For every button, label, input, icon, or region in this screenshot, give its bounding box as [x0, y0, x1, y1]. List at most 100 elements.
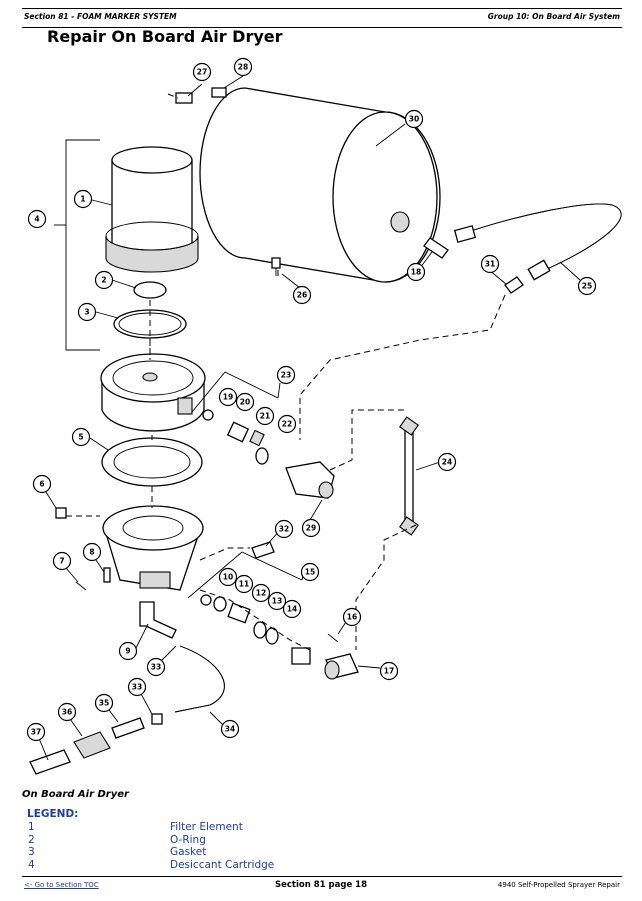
- ball-19: [202, 409, 214, 421]
- legend-item: 3 Gasket: [27, 846, 427, 859]
- air-dryer-exploded-diagram: 1 2 3 4 5 6 7 8 9 10 11 12 13 14 15 16 1…: [26, 57, 622, 775]
- air-tank: [199, 87, 441, 283]
- dryer-housing-top: [100, 353, 206, 432]
- callout-26: 26: [292, 285, 312, 305]
- callout-4: 4: [27, 209, 47, 229]
- legend: LEGEND: 1 Filter Element 2 O-Ring 3 Gask…: [27, 808, 427, 871]
- svg-text:16: 16: [347, 613, 357, 622]
- svg-text:10: 10: [223, 573, 233, 582]
- callout-23: 23: [276, 365, 296, 385]
- svg-text:9: 9: [125, 647, 130, 656]
- page-footer: <- Go to Section TOC Section 81 page 18 …: [22, 876, 622, 893]
- callout-13: 13: [267, 591, 287, 611]
- fitting-31: [504, 276, 524, 294]
- svg-text:4: 4: [34, 215, 39, 224]
- svg-text:34: 34: [225, 725, 235, 734]
- fitting-27: [175, 92, 193, 104]
- fitting-28: [211, 87, 227, 98]
- svg-text:20: 20: [240, 398, 250, 407]
- callout-24: 24: [437, 452, 457, 472]
- callout-10: 10: [218, 567, 238, 587]
- svg-text:5: 5: [78, 433, 83, 442]
- legend-text: Desiccant Cartridge: [170, 858, 275, 871]
- callout-18: 18: [406, 262, 426, 282]
- gasket-5: [101, 437, 203, 487]
- callout-2: 2: [94, 270, 114, 290]
- screw-7: [75, 581, 87, 591]
- callout-28: 28: [233, 57, 253, 77]
- callout-19: 19: [218, 387, 238, 407]
- svg-text:19: 19: [223, 393, 233, 402]
- callout-16: 16: [342, 607, 362, 627]
- callout-3: 3: [77, 302, 97, 322]
- callout-31: 31: [480, 254, 500, 274]
- o-ring-2: [133, 281, 167, 299]
- callout-36: 36: [57, 702, 77, 722]
- svg-text:3: 3: [84, 308, 89, 317]
- callout-34: 34: [220, 719, 240, 739]
- fitting-6: [55, 507, 67, 519]
- svg-text:24: 24: [442, 458, 452, 467]
- callout-30: 30: [404, 109, 424, 129]
- callout-32: 32: [274, 519, 294, 539]
- legend-heading: LEGEND:: [27, 808, 79, 820]
- callout-33b: 33: [127, 677, 147, 697]
- callout-25: 25: [577, 276, 597, 296]
- callout-29: 29: [301, 518, 321, 538]
- svg-text:12: 12: [256, 589, 266, 598]
- callout-22: 22: [277, 414, 297, 434]
- callout-5: 5: [71, 427, 91, 447]
- callout-37: 37: [26, 722, 46, 742]
- page-title: Repair On Board Air Dryer: [47, 27, 283, 46]
- nut-36: [73, 731, 111, 759]
- callout-33a: 33: [146, 657, 166, 677]
- svg-text:33: 33: [151, 663, 161, 672]
- legend-item: 4 Desiccant Cartridge: [27, 859, 427, 872]
- legend-text: Filter Element: [170, 821, 243, 833]
- callout-labels: 1 2 3 4 5 6 7 8 9 10 11 12 13 14 15 16 1…: [26, 57, 597, 742]
- legend-item: 1 Filter Element: [27, 821, 427, 834]
- page-number: Section 81 page 18: [275, 880, 367, 890]
- svg-text:37: 37: [31, 728, 41, 737]
- svg-text:25: 25: [582, 282, 592, 291]
- svg-text:22: 22: [282, 420, 292, 429]
- section-toc-link[interactable]: <- Go to Section TOC: [24, 881, 99, 889]
- legend-num: 2: [28, 833, 35, 846]
- legend-item: 2 O-Ring: [27, 834, 427, 847]
- callout-17: 17: [379, 661, 399, 681]
- svg-text:14: 14: [287, 605, 297, 614]
- group-header: Group 10: On Board Air System: [487, 12, 620, 21]
- callout-8: 8: [82, 542, 102, 562]
- svg-text:11: 11: [239, 580, 249, 589]
- fitting-32: [251, 541, 275, 559]
- svg-text:33: 33: [132, 683, 142, 692]
- svg-text:13: 13: [272, 597, 282, 606]
- elbow-9: [139, 601, 177, 639]
- callout-21: 21: [255, 406, 275, 426]
- svg-text:35: 35: [99, 699, 109, 708]
- svg-text:17: 17: [384, 667, 394, 676]
- tube-24: [404, 424, 414, 526]
- callout-20: 20: [235, 392, 255, 412]
- part-10: [200, 594, 212, 606]
- svg-text:1: 1: [80, 195, 85, 204]
- svg-text:6: 6: [39, 480, 44, 489]
- legend-text: Gasket: [170, 846, 207, 858]
- dryer-housing-bottom: [102, 505, 204, 591]
- section-header: Section 81 - FOAM MARKER SYSTEM: [24, 12, 177, 21]
- page-header: Section 81 - FOAM MARKER SYSTEM Group 10…: [22, 8, 622, 28]
- callout-12: 12: [251, 583, 271, 603]
- spring-21: [249, 429, 265, 447]
- legend-num: 4: [28, 858, 35, 871]
- callout-14: 14: [282, 599, 302, 619]
- svg-text:2: 2: [101, 276, 106, 285]
- callout-1: 1: [73, 189, 93, 209]
- drain-valve-26: [271, 257, 281, 269]
- figure-caption: On Board Air Dryer: [22, 789, 129, 800]
- svg-text:32: 32: [279, 525, 289, 534]
- svg-text:21: 21: [260, 412, 270, 421]
- svg-text:29: 29: [306, 524, 316, 533]
- insert-37: [29, 749, 71, 775]
- hose-34: [174, 645, 225, 713]
- svg-text:8: 8: [89, 548, 94, 557]
